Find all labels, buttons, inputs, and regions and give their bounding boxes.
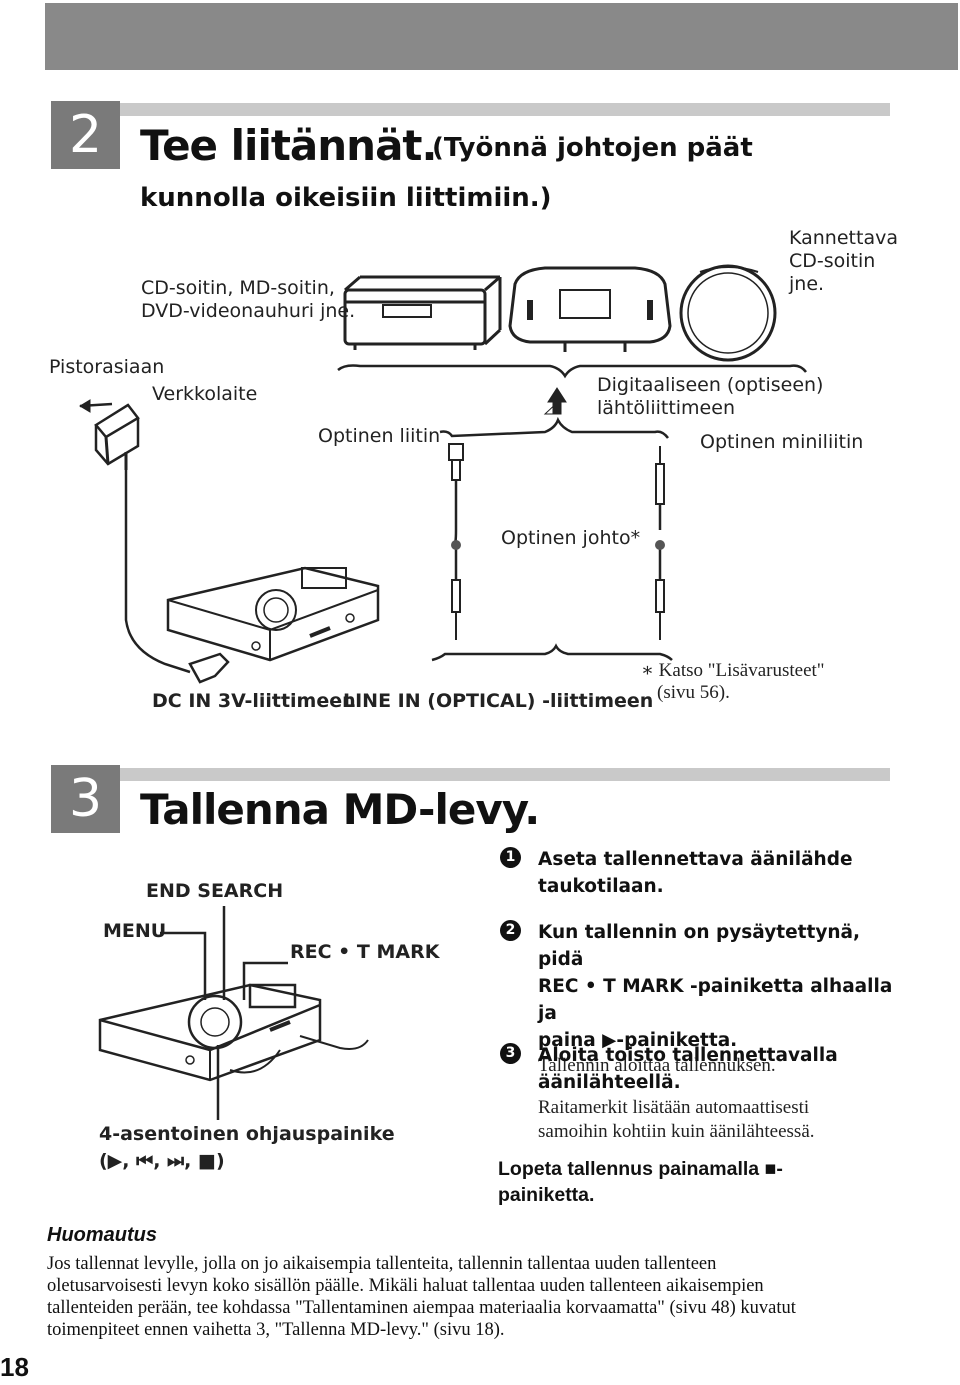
instruction-badge: 3	[500, 1043, 521, 1064]
label-digital-line2: lähtöliittimeen	[597, 397, 735, 419]
instruction-note: Tallennin aloittaa tallennuksen.	[538, 1055, 776, 1076]
connection-diagram	[79, 264, 807, 684]
up-arrow-icon	[547, 387, 567, 415]
md-recorder-image	[166, 566, 380, 662]
instruction-note: Raitamerkit lisätään automaattisesti	[538, 1097, 810, 1118]
stop-recording-text: Lopeta tallennus painamalla ■- painikett…	[498, 1156, 838, 1208]
note-line: toimenpiteet ennen vaihetta 3, "Tallenna…	[47, 1320, 505, 1340]
instruction-text: Kun tallennin on pysäytettynä, pidä	[538, 922, 861, 970]
deck-player-image	[343, 275, 502, 350]
footnote-line1: ∗ Katso "Lisävarusteet"	[641, 660, 825, 681]
step-2-rule	[120, 103, 890, 116]
label-sources-line1: CD-soitin, MD-soitin,	[141, 277, 335, 299]
step-2-title: Tee liitännät.	[140, 121, 437, 170]
source-brace	[337, 364, 807, 379]
instruction-note: samoihin kohtiin kuin äänilähteessä.	[538, 1121, 815, 1142]
step-2-subtitle-line2: kunnolla oikeisiin liittimiin.)	[140, 183, 552, 213]
header-band	[45, 3, 958, 70]
page-number: 18	[0, 1352, 29, 1382]
label-optical-mini: Optinen miniliitin	[700, 431, 864, 453]
boombox-image	[508, 266, 672, 352]
label-adapter: Verkkolaite	[152, 383, 258, 405]
label-end-search: END SEARCH	[146, 880, 284, 902]
label-control-line2: (▶, ⏮, ⏭, ■)	[99, 1150, 225, 1172]
step-3-rule	[120, 768, 890, 781]
instruction-text: Aloita toisto tallennettavalla	[538, 1045, 838, 1066]
label-portable-line3: jne.	[789, 273, 825, 295]
label-sources-line2: DVD-videonauhuri jne.	[141, 300, 356, 322]
step-2-number: 2	[51, 101, 120, 169]
label-optical-plug: Optinen liitin	[318, 425, 441, 447]
step-3-number: 3	[51, 765, 120, 833]
note-title: Huomautus	[47, 1224, 157, 1246]
portable-cd-player-image	[679, 264, 777, 362]
label-portable-line1: Kannettava	[789, 227, 898, 249]
instruction-badge: 2	[500, 920, 521, 941]
note-line: oletusarvoisesti levyn koko sisällön pää…	[47, 1276, 764, 1296]
instruction-text: äänilähteellä.	[538, 1072, 681, 1093]
instruction-text: REC • T MARK -painiketta alhaalla ja	[538, 976, 893, 1024]
optical-plug-lower-image	[451, 579, 461, 640]
label-dc-in: DC IN 3V-liittimeen	[152, 690, 356, 712]
step-2-subtitle-line1: (Työnnä johtojen päät	[432, 133, 753, 163]
stop-line1: Lopeta tallennus painamalla ■-	[498, 1158, 783, 1180]
stop-line2: painiketta.	[498, 1184, 595, 1206]
note-line: Jos tallennat levylle, jolla on jo aikai…	[47, 1254, 717, 1274]
label-rec-tmark: REC • T MARK	[290, 941, 440, 963]
instruction-badge: 1	[500, 847, 521, 868]
note-body: Jos tallennat levylle, jolla on jo aikai…	[47, 1253, 927, 1341]
label-portable-line2: CD-soitin	[789, 250, 876, 272]
label-optical-cable: Optinen johto*	[501, 527, 641, 549]
optical-mini-plug-image	[655, 446, 665, 530]
label-line-in: LINE IN (OPTICAL) -liittimeen	[343, 690, 654, 712]
instruction-text: paina ▶-painiketta.	[538, 1030, 738, 1051]
instruction-text: taukotilaan.	[538, 876, 664, 897]
optical-mini-plug-lower-image	[655, 579, 665, 640]
adapter-cable	[124, 470, 191, 674]
footnote-line2: (sivu 56).	[657, 682, 730, 703]
ac-adapter-image	[94, 403, 140, 470]
label-digital-line1: Digitaaliseen (optiseen)	[597, 374, 824, 396]
instruction-text: Aseta tallennettava äänilähde	[538, 849, 853, 870]
note-line: tallenteiden perään, tee kohdassa "Talle…	[47, 1298, 796, 1318]
label-outlet: Pistorasiaan	[49, 356, 165, 378]
label-control-line1: 4-asentoinen ohjauspainike	[99, 1123, 395, 1145]
label-menu: MENU	[103, 920, 167, 942]
step-3-title: Tallenna MD-levy.	[140, 785, 540, 834]
